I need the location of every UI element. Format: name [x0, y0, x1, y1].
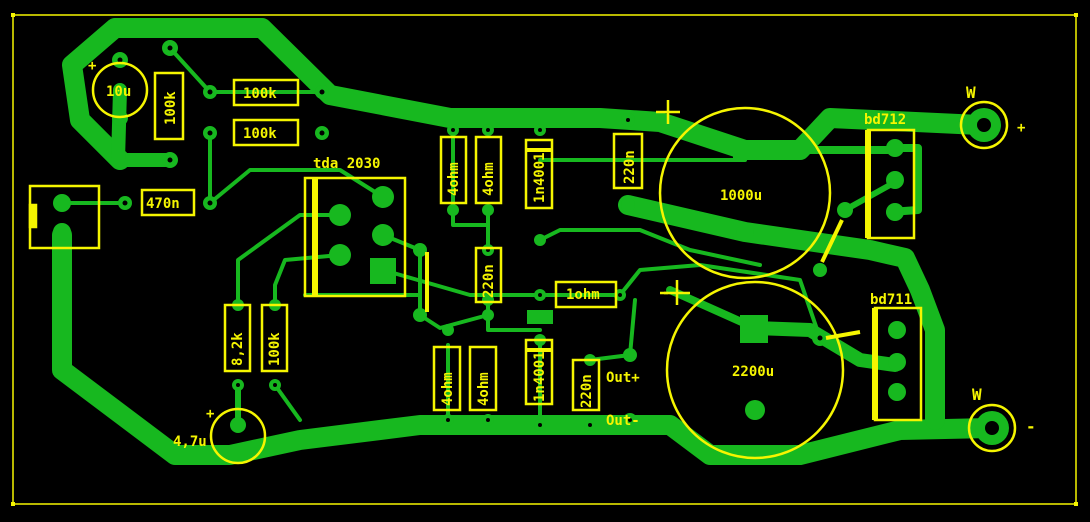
label-pol-minus-bottom: -	[1026, 417, 1036, 436]
cap-1000u-outline	[658, 106, 832, 280]
label-q-bottom: bd711	[870, 292, 912, 308]
jumper-2	[820, 219, 844, 263]
label-r-8-2k: 8,2k	[230, 332, 246, 366]
label-d-1n4001-bottom: 1n4001	[532, 351, 548, 402]
resistor-100k-lower	[260, 303, 289, 373]
plus-mark-1000u	[656, 100, 680, 124]
trace-1n-mid	[538, 228, 762, 267]
resistor-100k-b	[232, 118, 300, 147]
cap-470n	[140, 188, 196, 217]
plus-mark-2200u	[664, 280, 690, 305]
diode-1n4001-top	[524, 138, 554, 210]
corner-mark	[11, 13, 15, 17]
resistor-8-2k	[223, 303, 252, 373]
label-r-100k-a: 100k	[243, 86, 277, 102]
resistor-4ohm-3	[432, 345, 462, 412]
cap-220n-top	[612, 132, 644, 190]
label-q-top: bd712	[864, 112, 906, 128]
resistor-4ohm-2	[474, 135, 503, 205]
trace-4ohm-bot	[418, 313, 490, 330]
corner-mark	[1074, 502, 1078, 506]
trace-ic-vcc	[381, 268, 622, 297]
label-r-100k-lower: 100k	[267, 332, 283, 366]
label-c-4-7u: 4,7u	[173, 434, 207, 450]
resistor-4ohm-1	[439, 135, 468, 205]
trace-bottom-ground	[52, 225, 1000, 465]
label-pol-plus-top: +	[1017, 120, 1025, 136]
resistor-100k-a	[232, 78, 300, 107]
corner-mark	[11, 502, 15, 506]
label-c-220n-bottom: 220n	[579, 374, 595, 408]
trace-470n-right	[208, 168, 385, 205]
label-c-1000u: 1000u	[720, 188, 762, 204]
silkscreen	[28, 61, 1017, 465]
cap-220n-mid	[474, 246, 503, 304]
label-r-4ohm-1: 4ohm	[446, 162, 462, 196]
trace-ic-in	[236, 213, 342, 307]
label-c-2200u: 2200u	[732, 364, 774, 380]
cap-10u-outline	[91, 61, 149, 119]
label-r-470n: 470n	[146, 196, 180, 212]
trace-4ohm-top	[451, 128, 490, 227]
label-c-10u: 10u	[106, 84, 131, 100]
cap-220n-bottom	[571, 358, 601, 412]
trace-100k-low	[273, 383, 302, 422]
resistor-1ohm	[554, 280, 618, 309]
label-r-4ohm-3: 4ohm	[440, 372, 456, 406]
label-ic-name: tda 2030	[313, 156, 380, 172]
label-c-220n-top: 220n	[622, 150, 638, 184]
speaker-terminal-bottom	[967, 403, 1017, 453]
cap-2200u-outline	[665, 280, 845, 460]
labels: 10u + 100k 100k 100k 470n tda 2030 4ohm …	[88, 58, 1036, 450]
label-out-plus: Out+	[606, 370, 640, 386]
ic-tda2030	[303, 176, 407, 298]
diode-1n4001-bottom	[524, 338, 554, 406]
speaker-terminal-top	[959, 100, 1009, 150]
label-r-100k-v: 100k	[163, 91, 179, 125]
label-r-1ohm: 1ohm	[566, 287, 600, 303]
pad-holes	[117, 45, 999, 435]
label-w-top: W	[966, 83, 976, 102]
label-r-100k-b: 100k	[243, 126, 277, 142]
label-r-4ohm-4: 4ohm	[476, 372, 492, 406]
label-d-1n4001-top: 1n4001	[532, 152, 548, 203]
label-r-4ohm-2: 4ohm	[481, 162, 497, 196]
trace-ic-fb	[273, 253, 342, 307]
label-w-bottom: W	[972, 385, 982, 404]
label-c-220n-mid: 220n	[481, 264, 497, 298]
label-out-minus: Out-	[606, 413, 640, 429]
label-plus-10u: +	[88, 58, 96, 74]
board-outline	[12, 14, 1077, 505]
label-plus-4-7u: +	[206, 406, 214, 422]
resistor-4ohm-4	[468, 345, 498, 412]
corner-mark	[1074, 13, 1078, 17]
jumper-3	[825, 330, 861, 340]
resistor-100k-vertical	[153, 71, 185, 141]
cap-4-7u-outline	[209, 407, 267, 465]
